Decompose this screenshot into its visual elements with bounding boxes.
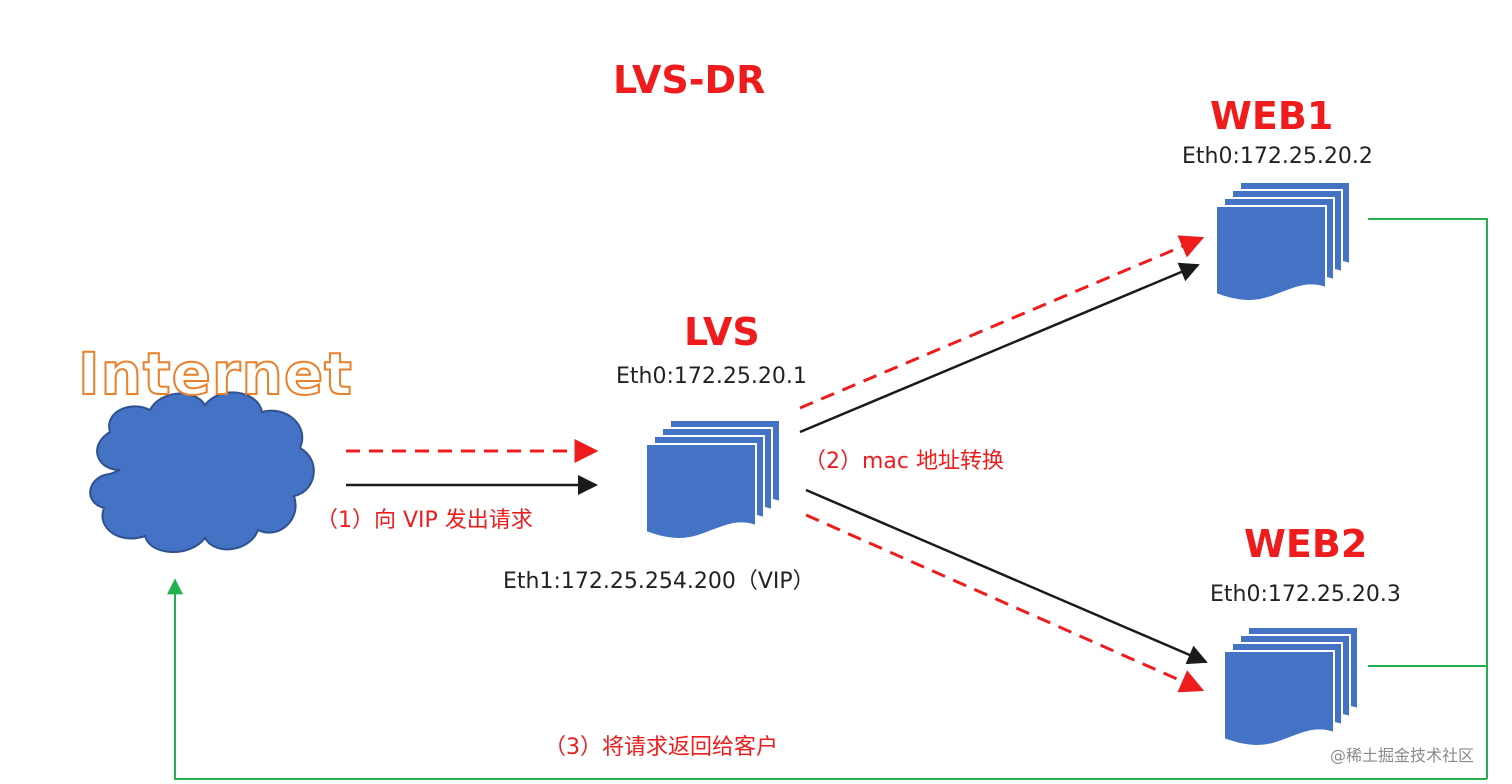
forward-web2-solid [805, 488, 1208, 665]
return-path-web1 [1368, 218, 1488, 779]
step2-label: （2）mac 地址转换 [804, 449, 1004, 474]
forward-web2-dashed [805, 513, 1205, 693]
lvs-eth1: Eth1:172.25.254.200（VIP） [503, 569, 815, 594]
watermark: @稀土掘金技术社区 [1330, 746, 1475, 765]
server-stack-icon [1223, 626, 1359, 747]
lvs-title: LVS [684, 310, 760, 354]
cloud-icon [89, 391, 315, 553]
step3-label: （3）将请求返回给客户 [544, 735, 778, 760]
web2-eth0: Eth0:172.25.20.3 [1210, 582, 1401, 607]
step1-label: （1）向 VIP 发出请求 [316, 508, 533, 533]
web1-title: WEB1 [1210, 94, 1334, 138]
forward-web1-dashed [799, 235, 1205, 410]
web2-title: WEB2 [1244, 522, 1368, 566]
diagram-title: LVS-DR [613, 58, 766, 102]
server-stack-icon [1215, 181, 1351, 302]
lvs-eth0: Eth0:172.25.20.1 [616, 364, 807, 389]
forward-web1-solid [799, 262, 1200, 434]
return-path-to-client [167, 578, 1487, 780]
web1-eth0: Eth0:172.25.20.2 [1182, 144, 1373, 169]
internet-label: Internet [77, 339, 353, 409]
server-stack-icon [645, 419, 781, 540]
